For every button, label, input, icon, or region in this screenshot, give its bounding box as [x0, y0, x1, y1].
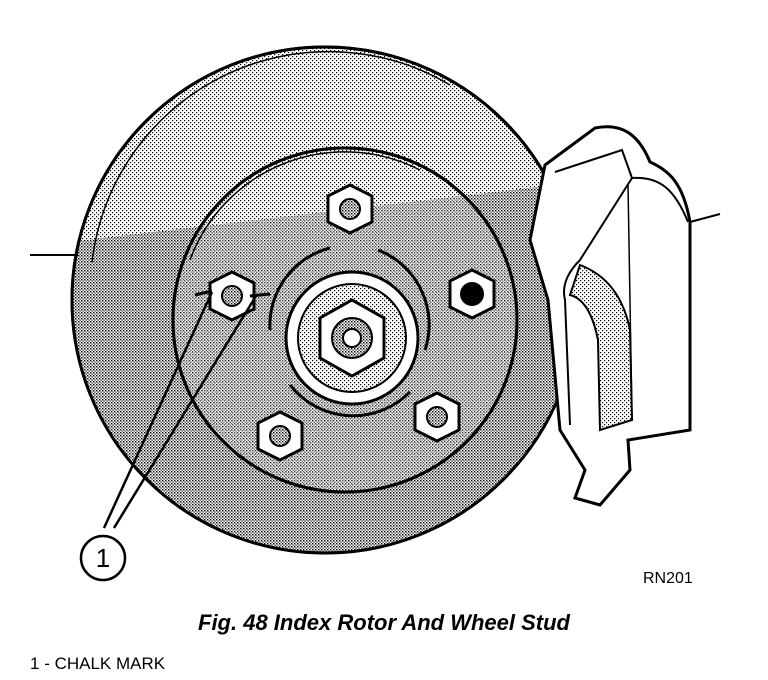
- legend-separator: -: [39, 654, 55, 673]
- rotor-diagram: 1 RN201: [30, 45, 721, 587]
- rotor-edge-line-right: [689, 213, 721, 223]
- figure-id: RN201: [643, 570, 693, 587]
- lug-nut-lower-right: [413, 391, 461, 443]
- callout-1-number: 1: [96, 543, 110, 573]
- callout-1: 1: [79, 534, 127, 582]
- legend-number: 1: [30, 654, 40, 673]
- hub-center-arcs: [268, 246, 431, 418]
- spindle: [284, 270, 420, 406]
- chalk-mark: [194, 289, 271, 298]
- lug-nut-left: [208, 270, 256, 322]
- lug-nut-right: [448, 268, 496, 320]
- callout-leader-lines: [102, 291, 258, 529]
- brake-caliper: [528, 125, 692, 507]
- figure-caption: Fig. 48 Index Rotor And Wheel Stud: [198, 610, 570, 635]
- lug-nut-lower-left: [256, 410, 304, 462]
- lug-nut-top: [326, 183, 374, 235]
- legend: 1 - CHALK MARK: [30, 654, 165, 674]
- legend-text: CHALK MARK: [54, 654, 166, 673]
